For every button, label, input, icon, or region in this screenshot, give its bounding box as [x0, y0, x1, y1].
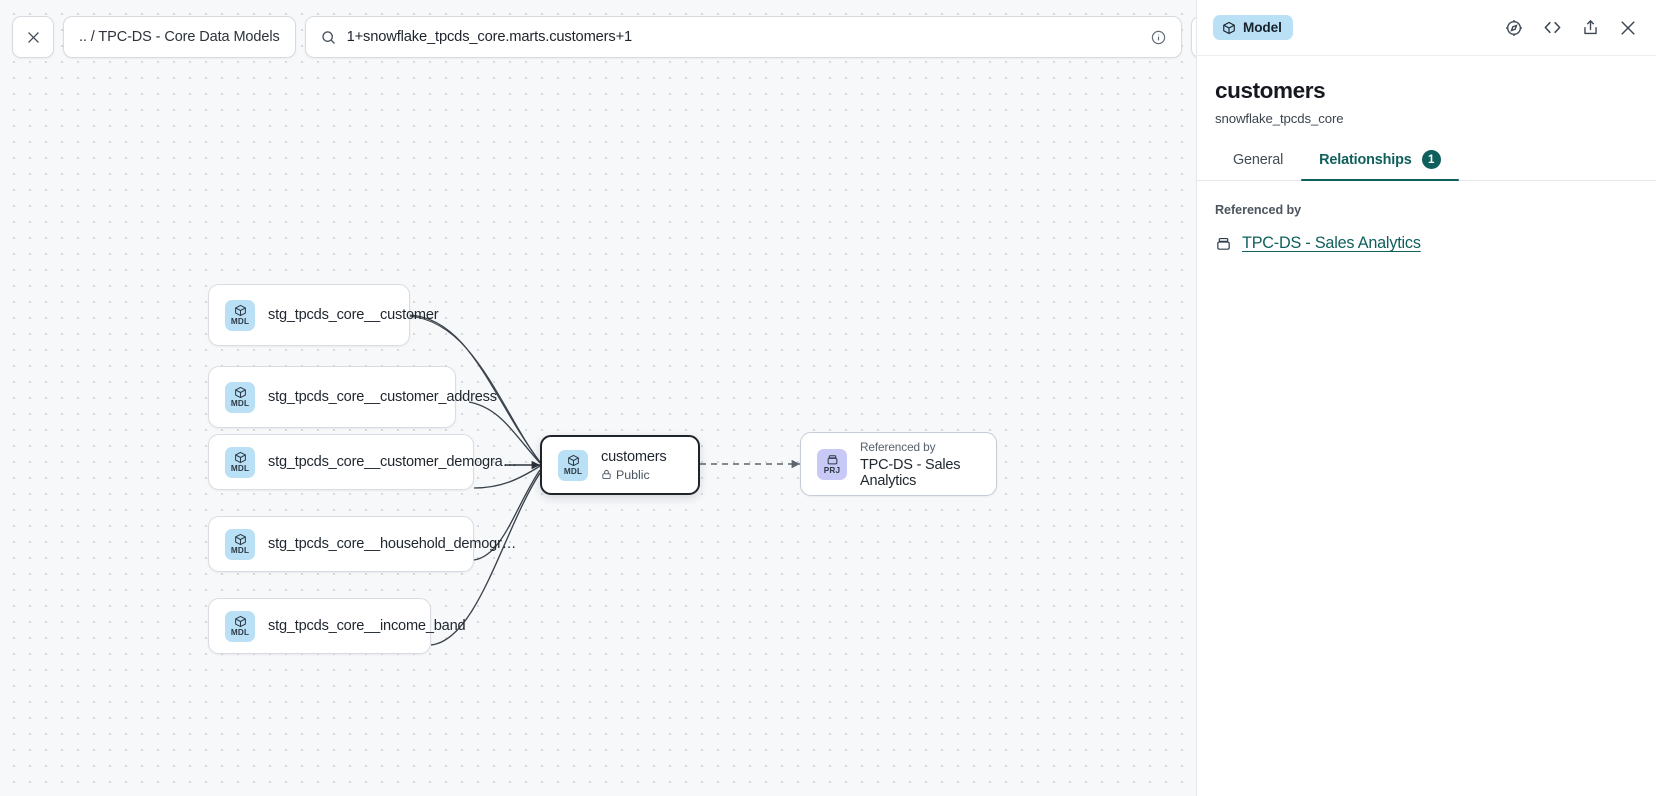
model-badge: MDL	[225, 610, 255, 642]
panel-tabs: General Relationships 1	[1197, 150, 1656, 181]
visibility-label: Public	[616, 467, 650, 482]
share-icon	[1584, 20, 1597, 35]
panel-header: customers snowflake_tpcds_core	[1197, 56, 1656, 126]
lineage-search[interactable]	[304, 16, 1182, 58]
refresh-button[interactable]	[1190, 16, 1196, 58]
model-badge: MDL	[225, 446, 255, 478]
cube-icon	[234, 615, 246, 628]
tab-general[interactable]: General	[1215, 150, 1301, 180]
badge-text: MDL	[230, 546, 250, 555]
graph-node-project-referenced-by[interactable]: PRJ Referenced by TPC-DS - Sales Analyti…	[800, 432, 997, 496]
badge-text: MDL	[230, 317, 250, 326]
node-text-stack: Referenced by TPC-DS - Sales Analytics	[860, 440, 980, 489]
node-project-name: TPC-DS - Sales Analytics	[860, 456, 961, 489]
graph-node-stg-income-band[interactable]: MDL stg_tpcds_core__income_band	[208, 598, 466, 654]
graph-node-stg-customer-address[interactable]: MDL stg_tpcds_core__customer_address	[208, 366, 497, 428]
panel-action-group	[1504, 17, 1638, 38]
lock-icon	[602, 469, 611, 479]
node-label: stg_tpcds_core__household_demogr…	[268, 536, 517, 552]
graph-node-customers-selected[interactable]: MDL customers Public	[540, 435, 700, 495]
model-badge: MDL	[225, 528, 255, 560]
close-icon	[1621, 20, 1635, 35]
project-badge: PRJ	[817, 448, 847, 480]
badge-text: MDL	[230, 464, 250, 473]
project-icon	[827, 455, 837, 465]
close-panel-button[interactable]	[1618, 18, 1638, 38]
badge-text: MDL	[230, 399, 250, 408]
breadcrumb: .. / TPC-DS - Core Data Models	[79, 29, 280, 45]
search-icon	[321, 30, 335, 44]
badge-text: MDL	[563, 467, 583, 476]
lineage-canvas[interactable]: MDL stg_tpcds_core__customer MDL stg_tpc…	[0, 0, 1196, 796]
node-label: stg_tpcds_core__customer	[268, 307, 439, 323]
referenced-by-item[interactable]: TPC-DS - Sales Analytics	[1215, 234, 1638, 253]
info-circle-icon[interactable]	[1150, 29, 1167, 46]
cube-icon	[567, 454, 579, 467]
share-button[interactable]	[1581, 18, 1600, 37]
details-panel: Model	[1196, 0, 1656, 796]
panel-toolbar: Model	[1197, 0, 1656, 56]
tab-relationships[interactable]: Relationships 1	[1301, 150, 1459, 181]
cube-icon	[234, 451, 246, 464]
referenced-by-link[interactable]: TPC-DS - Sales Analytics	[1242, 234, 1421, 252]
graph-node-stg-household-demographics[interactable]: MDL stg_tpcds_core__household_demogr…	[208, 516, 516, 572]
breadcrumb-button[interactable]: .. / TPC-DS - Core Data Models	[63, 16, 296, 58]
explore-button[interactable]	[1504, 18, 1524, 38]
cube-icon	[234, 386, 246, 399]
asset-type-chip: Model	[1213, 15, 1293, 40]
model-badge: MDL	[558, 449, 588, 481]
model-badge: MDL	[225, 381, 255, 413]
node-text-stack: customers Public	[601, 449, 667, 482]
page-title: customers	[1215, 78, 1326, 103]
tab-label: Relationships	[1319, 151, 1412, 168]
node-kicker: Referenced by	[860, 439, 936, 454]
search-input[interactable]	[346, 29, 1140, 45]
graph-node-stg-customer-demographics[interactable]: MDL stg_tpcds_core__customer_demogra…	[208, 434, 517, 490]
project-icon	[1217, 237, 1230, 250]
cube-icon	[234, 304, 246, 317]
node-title: customers	[601, 448, 667, 465]
tab-count-badge: 1	[1421, 150, 1441, 169]
lineage-edges	[408, 314, 800, 646]
node-label: stg_tpcds_core__income_band	[268, 618, 466, 634]
close-x-icon	[27, 31, 39, 43]
badge-text: PRJ	[823, 466, 841, 475]
node-visibility: Public	[601, 468, 667, 482]
canvas-toolbar: .. / TPC-DS - Core Data Models	[12, 16, 1196, 58]
code-button[interactable]	[1542, 17, 1563, 38]
section-label-referenced-by: Referenced by	[1215, 203, 1302, 217]
cube-icon	[234, 533, 246, 546]
cube-icon	[1223, 21, 1235, 34]
graph-node-stg-customer[interactable]: MDL stg_tpcds_core__customer	[208, 284, 439, 346]
node-label: stg_tpcds_core__customer_address	[268, 389, 497, 405]
model-badge: MDL	[225, 299, 255, 331]
close-lineage-button[interactable]	[12, 16, 54, 58]
code-icon	[1544, 21, 1561, 34]
chip-label: Model	[1243, 20, 1282, 35]
tab-label: General	[1233, 151, 1284, 168]
relationships-body: Referenced by TPC-DS - Sales Analytics	[1197, 181, 1656, 253]
badge-text: MDL	[230, 628, 250, 637]
explore-icon	[1506, 19, 1522, 36]
page-subtitle: snowflake_tpcds_core	[1215, 111, 1344, 126]
node-label: stg_tpcds_core__customer_demogra…	[268, 454, 517, 470]
